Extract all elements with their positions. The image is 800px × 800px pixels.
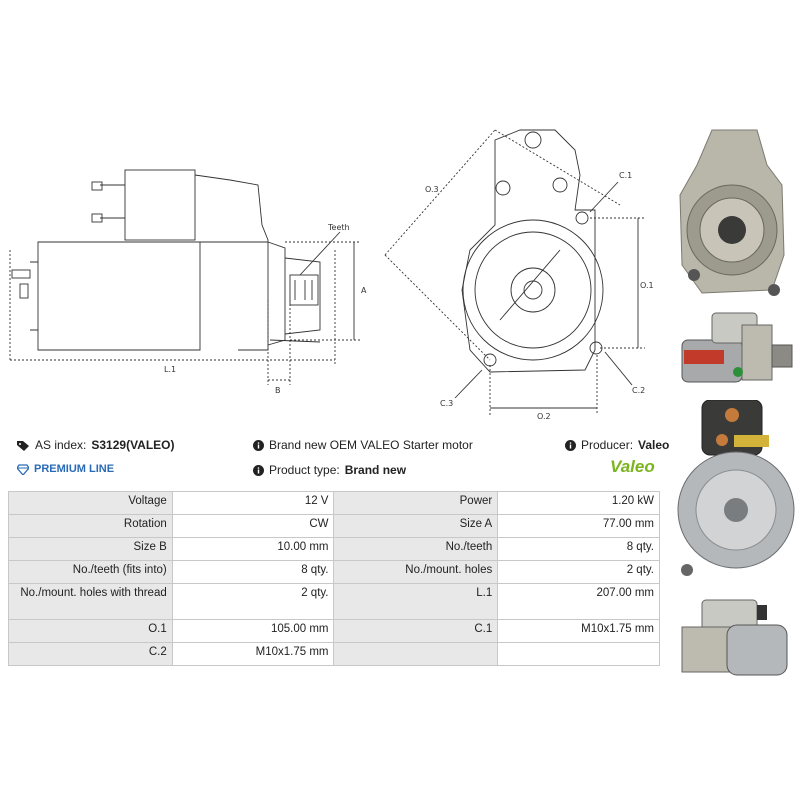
producer-value: Valeo	[638, 438, 670, 452]
a-label: A	[361, 286, 367, 295]
spec-label: No./mount. holes	[333, 560, 499, 584]
b-label: B	[275, 386, 281, 395]
o2-label: O.2	[537, 412, 551, 420]
info-icon	[253, 464, 264, 476]
table-row: Rotation CW Size A 77.00 mm	[8, 514, 660, 538]
spec-value: 8 qty.	[171, 560, 335, 584]
spec-label: No./teeth (fits into)	[8, 560, 173, 584]
spec-value: 207.00 mm	[497, 583, 660, 620]
product-type-label: Product type:	[269, 463, 340, 477]
as-index-label: AS index:	[35, 438, 87, 452]
as-index: AS index: S3129(VALEO)	[17, 438, 175, 452]
spec-value: 2 qty.	[497, 560, 660, 584]
svg-text:Valeo: Valeo	[610, 457, 655, 476]
side-dimensions	[9, 231, 360, 385]
spec-label: No./mount. holes with thread	[8, 583, 173, 620]
spec-value: 10.00 mm	[171, 537, 335, 561]
l1-label: L.1	[164, 365, 176, 374]
c1-label: C.1	[619, 171, 632, 180]
spec-value: 105.00 mm	[171, 619, 335, 643]
spec-value: 8 qty.	[497, 537, 660, 561]
producer-label: Producer:	[581, 438, 634, 452]
photo-rear	[677, 400, 795, 576]
spec-value: CW	[171, 514, 335, 538]
table-row: No./mount. holes with thread 2 qty. L.1 …	[8, 583, 660, 620]
spec-label: No./teeth	[333, 537, 499, 561]
spec-value: 12 V	[171, 491, 335, 515]
product-photos	[672, 125, 800, 685]
spec-value: M10x1.75 mm	[171, 642, 335, 666]
table-row: No./teeth (fits into) 8 qty. No./mount. …	[8, 560, 660, 584]
photo-side	[681, 312, 793, 383]
spec-label: C.2	[8, 642, 173, 666]
product-type: Product type: Brand new	[253, 463, 406, 477]
spec-value: 1.20 kW	[497, 491, 660, 515]
photo-front	[679, 129, 785, 296]
tag-icon	[17, 440, 29, 451]
photo-angle	[681, 599, 788, 676]
technical-drawing: Teeth A L.1 B	[0, 110, 670, 421]
description-text: Brand new OEM VALEO Starter motor	[269, 438, 473, 452]
table-row: Size B 10.00 mm No./teeth 8 qty.	[8, 537, 660, 561]
front-view	[461, 129, 604, 373]
table-row: Voltage 12 V Power 1.20 kW	[8, 491, 660, 515]
spec-value: 2 qty.	[171, 583, 335, 620]
o1-label: O.1	[640, 281, 654, 290]
spec-label: Rotation	[8, 514, 173, 538]
producer: Producer: Valeo	[565, 438, 669, 452]
info-icon	[253, 439, 264, 451]
side-view	[11, 169, 321, 351]
spec-label: C.1	[333, 619, 499, 643]
premium-line-label: PREMIUM LINE	[34, 463, 115, 475]
spec-label	[333, 642, 499, 666]
spec-label: Power	[333, 491, 499, 515]
diamond-icon	[17, 463, 29, 475]
spec-label: Size B	[8, 537, 173, 561]
as-index-value: S3129(VALEO)	[91, 438, 175, 452]
spec-label: Voltage	[8, 491, 173, 515]
front-dimensions	[384, 129, 645, 415]
o3-label: O.3	[425, 185, 439, 194]
product-info: AS index: S3129(VALEO) PREMIUM LINE Bran…	[0, 432, 670, 482]
valeo-logo: Valeo	[610, 457, 655, 476]
c3-label: C.3	[440, 399, 453, 408]
c2-label: C.2	[632, 386, 645, 395]
teeth-label: Teeth	[327, 223, 350, 232]
product-type-value: Brand new	[344, 463, 407, 477]
spec-value	[497, 642, 660, 666]
spec-value: M10x1.75 mm	[497, 619, 660, 643]
premium-line-badge: PREMIUM LINE	[17, 463, 114, 475]
spec-label: Size A	[333, 514, 499, 538]
spec-label: O.1	[8, 619, 173, 643]
spec-label: L.1	[333, 583, 499, 620]
spec-value: 77.00 mm	[497, 514, 660, 538]
table-row: C.2 M10x1.75 mm	[8, 642, 660, 666]
specs-table: Voltage 12 V Power 1.20 kW Rotation CW S…	[8, 491, 660, 666]
description: Brand new OEM VALEO Starter motor	[253, 438, 473, 452]
info-icon	[565, 439, 576, 451]
table-row: O.1 105.00 mm C.1 M10x1.75 mm	[8, 619, 660, 643]
